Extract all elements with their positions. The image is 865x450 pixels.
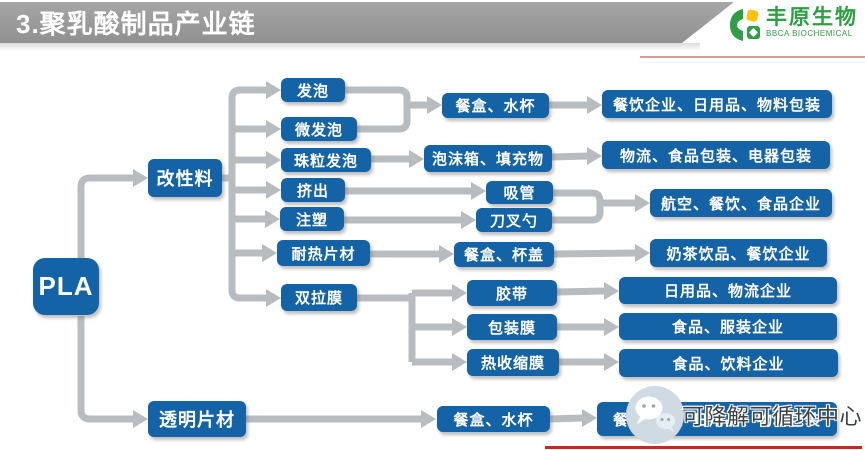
node-modified-material: 改性料 xyxy=(148,159,222,197)
node-daily-logistics: 日用品、物流企业 xyxy=(619,277,837,304)
node-aviation-catering-food: 航空、餐饮、食品企业 xyxy=(650,189,832,217)
node-transparent-sheet: 透明片材 xyxy=(148,401,246,437)
node-lunchbox-lid: 餐盒、杯盖 xyxy=(454,242,554,267)
logo-name: 丰原生物 xyxy=(766,6,858,29)
node-catering-daily-packaging: 餐饮企业、日用品、物料包装 xyxy=(602,90,832,118)
node-packaging-film: 包装膜 xyxy=(467,314,557,340)
node-foaming: 发泡 xyxy=(281,78,345,102)
node-injection-molding: 注塑 xyxy=(280,207,344,231)
node-lunchbox-cup-2: 餐盒、水杯 xyxy=(437,406,550,432)
node-food-apparel: 食品、服装企业 xyxy=(619,313,837,340)
node-lunchbox-cup-1: 餐盒、水杯 xyxy=(442,93,549,118)
header-red-underline xyxy=(640,56,865,58)
node-logistics-food-electric: 物流、食品包装、电器包装 xyxy=(602,141,830,169)
company-logo: 丰原生物 BBCA BIOCHEMICAL xyxy=(728,7,858,43)
node-milk-tea-catering: 奶茶饮品、餐饮企业 xyxy=(650,239,827,267)
node-cutlery: 刀叉勺 xyxy=(476,208,552,232)
title-bar: 3.聚乳酸制品产业链 xyxy=(0,2,734,43)
watermark-text: 可降解可循环中心 xyxy=(682,404,863,429)
node-biaxial-film: 双拉膜 xyxy=(281,284,357,311)
title-bar-shadow xyxy=(0,43,700,51)
node-heat-resistant-sheet: 耐热片材 xyxy=(277,240,370,266)
node-extrusion: 挤出 xyxy=(281,178,345,202)
node-tape: 胶带 xyxy=(467,280,557,306)
bottom-red-line xyxy=(545,446,862,449)
watermark: 可降解可循环中心 xyxy=(626,386,862,444)
node-micro-foaming: 微发泡 xyxy=(281,117,357,141)
node-straw: 吸管 xyxy=(486,181,553,204)
node-food-beverage: 食品、饮料企业 xyxy=(619,349,838,377)
logo-subtitle: BBCA BIOCHEMICAL xyxy=(766,29,853,38)
node-pla: PLA xyxy=(33,258,99,315)
logo-icon xyxy=(730,9,760,41)
node-heat-shrink-film: 热收缩膜 xyxy=(467,349,559,376)
page-title: 3.聚乳酸制品产业链 xyxy=(16,9,256,39)
node-foam-box-filler: 泡沫箱、填充物 xyxy=(424,145,552,172)
wechat-icon xyxy=(626,386,684,444)
node-bead-foaming: 珠粒发泡 xyxy=(281,148,371,172)
